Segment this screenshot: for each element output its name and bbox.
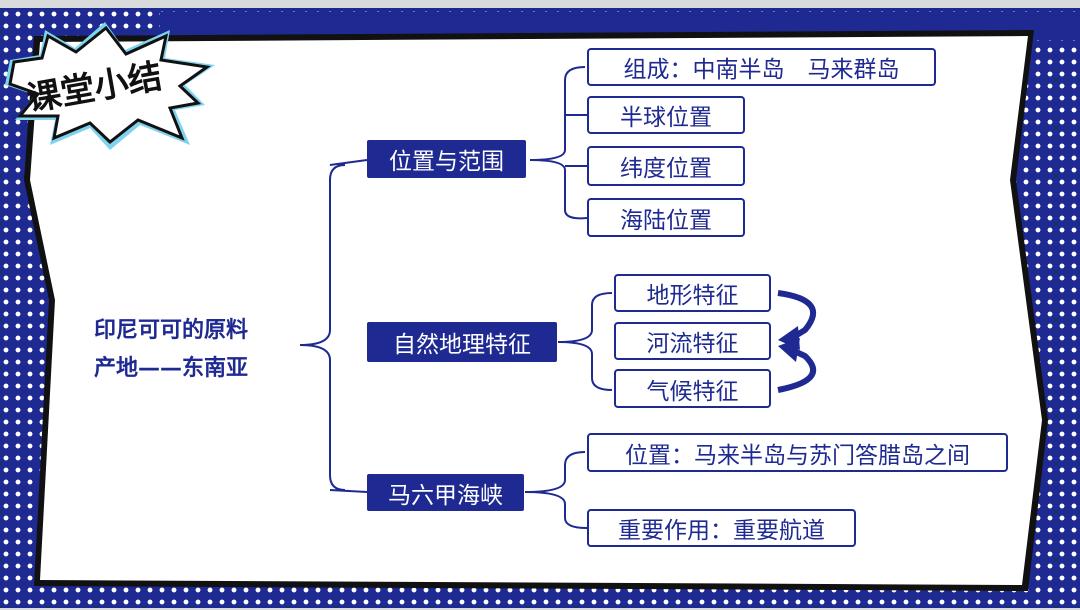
root-line-1: 印尼可可的原料 (94, 318, 249, 343)
node-strait-location: 位置：马来半岛与苏门答腊岛之间 (587, 433, 1008, 472)
brace-nature (557, 292, 613, 391)
arrow-climate-to-river (777, 347, 817, 393)
node-terrain: 地形特征 (614, 274, 771, 312)
root-brace (299, 159, 368, 493)
node-rivers: 河流特征 (614, 322, 771, 360)
node-strait-importance: 重要作用：重要航道 (587, 509, 856, 547)
branch-position-range: 位置与范围 (367, 140, 526, 178)
node-hemisphere-position: 半球位置 (587, 96, 745, 134)
node-latitude-position: 纬度位置 (587, 146, 745, 186)
arrow-terrain-to-river (777, 290, 817, 341)
node-land-sea-position: 海陆位置 (587, 198, 745, 237)
speech-burst-badge (5, 22, 215, 150)
branch-natural-geography: 自然地理特征 (367, 322, 557, 362)
brace-position (529, 66, 588, 220)
branch-malacca-strait: 马六甲海峡 (367, 474, 524, 511)
brace-strait (524, 451, 588, 529)
arrowhead-2 (778, 338, 800, 362)
node-composition: 组成：中南半岛 马来群岛 (587, 48, 936, 86)
root-topic: 印尼可可的原料 产地——东南亚 (94, 312, 248, 388)
node-climate: 气候特征 (614, 369, 771, 408)
root-line-2: 产地——东南亚 (94, 356, 249, 381)
